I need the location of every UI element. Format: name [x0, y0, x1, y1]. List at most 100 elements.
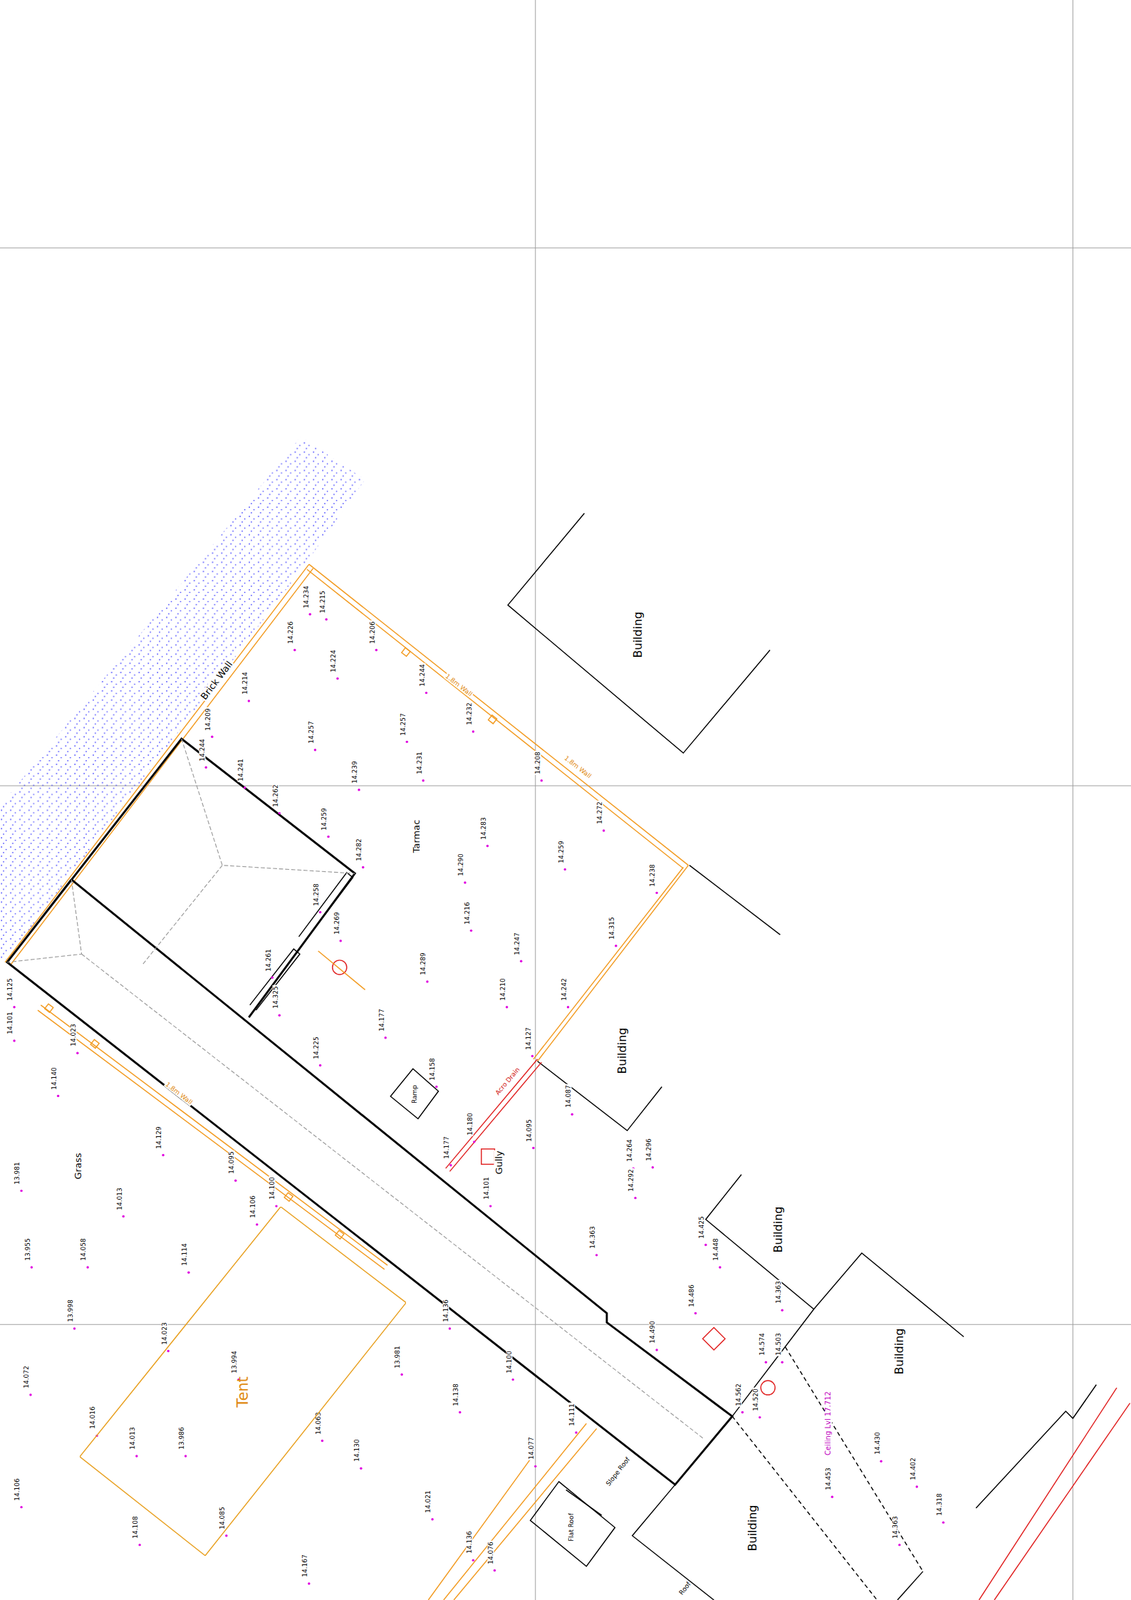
area-label: Tarmac: [411, 819, 421, 854]
level-point: [86, 1265, 89, 1268]
roof-label: Flat Roof: [567, 1512, 575, 1542]
spot-height: 14.363: [589, 1225, 596, 1250]
level-point: [234, 1179, 237, 1182]
level-point: [694, 1311, 697, 1315]
level-point: [271, 976, 274, 979]
level-point: [225, 1534, 228, 1537]
level-point: [321, 1439, 324, 1442]
spot-height: 14.214: [241, 671, 248, 696]
level-point: [655, 1348, 658, 1351]
spot-height: 14.063: [314, 1410, 322, 1436]
level-point: [505, 1005, 508, 1008]
level-point: [435, 1085, 438, 1088]
level-point: [309, 613, 312, 616]
level-point: [448, 1326, 451, 1329]
spot-height: 14.290: [457, 853, 465, 878]
spot-height: 14.136: [442, 1298, 449, 1323]
level-point: [566, 1005, 570, 1008]
spot-height: 14.296: [645, 1137, 652, 1162]
building-label: Building: [893, 1327, 906, 1376]
adjacent-buildings: [507, 512, 1097, 1600]
node-label: Ramp: [411, 1084, 419, 1104]
spot-height: 14.226: [287, 620, 295, 645]
level-point: [781, 1308, 784, 1311]
level-point: [161, 1153, 164, 1156]
spot-height: 14.503: [774, 1332, 782, 1357]
spot-height: 14.247: [514, 931, 521, 956]
spot-height: 14.448: [712, 1237, 720, 1262]
ceiling-level: Ceiling Lvl 17.712: [824, 1390, 832, 1456]
spot-height: 14.259: [557, 839, 565, 864]
level-point: [56, 1094, 60, 1097]
spot-height: 14.215: [319, 589, 326, 614]
level-point: [400, 1373, 403, 1376]
drain-label: Acro Drain: [494, 1065, 523, 1097]
building-label: Building: [772, 1205, 785, 1253]
spot-height: 13.981: [14, 1160, 21, 1186]
level-point: [519, 960, 523, 963]
level-point: [293, 648, 296, 651]
level-point: [19, 1505, 23, 1508]
spot-height: 14.101: [7, 1011, 14, 1036]
level-point: [651, 1165, 654, 1169]
spot-height: 14.085: [219, 1505, 226, 1530]
level-point: [210, 735, 213, 738]
spot-height: 14.258: [312, 882, 320, 907]
spot-height: 13.998: [66, 1298, 74, 1323]
spot-height: 14.087: [564, 1084, 572, 1109]
level-point: [247, 699, 250, 702]
spot-height: 14.325: [272, 985, 279, 1010]
level-point: [574, 1430, 577, 1433]
spot-height: 14.127: [524, 1026, 532, 1051]
area-label: Brick Wall: [197, 658, 234, 702]
spot-height: 14.318: [935, 1492, 943, 1517]
spot-height: 14.315: [608, 915, 616, 941]
level-point: [357, 788, 360, 791]
spot-height: 14.177: [443, 1135, 451, 1160]
spot-height: 14.158: [429, 1056, 436, 1082]
spot-height: 13.955: [24, 1237, 31, 1262]
spot-height: 14.244: [418, 663, 426, 688]
wall-label: 1.8m Wall: [443, 672, 474, 698]
level-point: [205, 765, 208, 768]
spot-height: 14.262: [272, 783, 279, 808]
spot-height: 14.177: [378, 1007, 385, 1033]
level-point: [359, 1467, 362, 1470]
spot-height: 14.023: [160, 1321, 168, 1346]
spot-height: 14.282: [356, 837, 363, 862]
spot-height: 14.206: [368, 620, 376, 645]
level-point: [274, 1204, 278, 1207]
level-point: [472, 1140, 476, 1143]
spot-height: 14.077: [528, 1436, 535, 1461]
level-point: [167, 1349, 170, 1352]
vegetation-hatch: [0, 436, 366, 959]
building-label: Building: [632, 610, 644, 659]
level-point: [122, 1215, 125, 1218]
level-point: [493, 1569, 496, 1572]
spot-height: 14.430: [873, 1431, 881, 1456]
level-point: [449, 1163, 452, 1166]
spot-height: 14.486: [688, 1283, 695, 1308]
roof-label: Roof: [678, 1579, 693, 1597]
spot-height: 14.129: [155, 1125, 163, 1150]
level-point: [470, 929, 473, 932]
level-point: [472, 1558, 475, 1561]
level-point: [339, 939, 342, 942]
level-point: [76, 1051, 79, 1055]
level-point: [489, 1204, 492, 1207]
level-point: [718, 1265, 721, 1268]
spot-height: 14.453: [824, 1467, 832, 1492]
level-point: [532, 1146, 535, 1149]
spot-height: 14.167: [301, 1553, 309, 1578]
level-point: [741, 1410, 744, 1414]
spot-height: 14.289: [420, 951, 427, 976]
level-point: [319, 910, 322, 914]
level-point: [463, 881, 466, 884]
level-point: [430, 1517, 434, 1520]
level-point: [255, 1222, 258, 1226]
area-label: Gully: [494, 1150, 504, 1176]
level-point: [314, 748, 317, 751]
